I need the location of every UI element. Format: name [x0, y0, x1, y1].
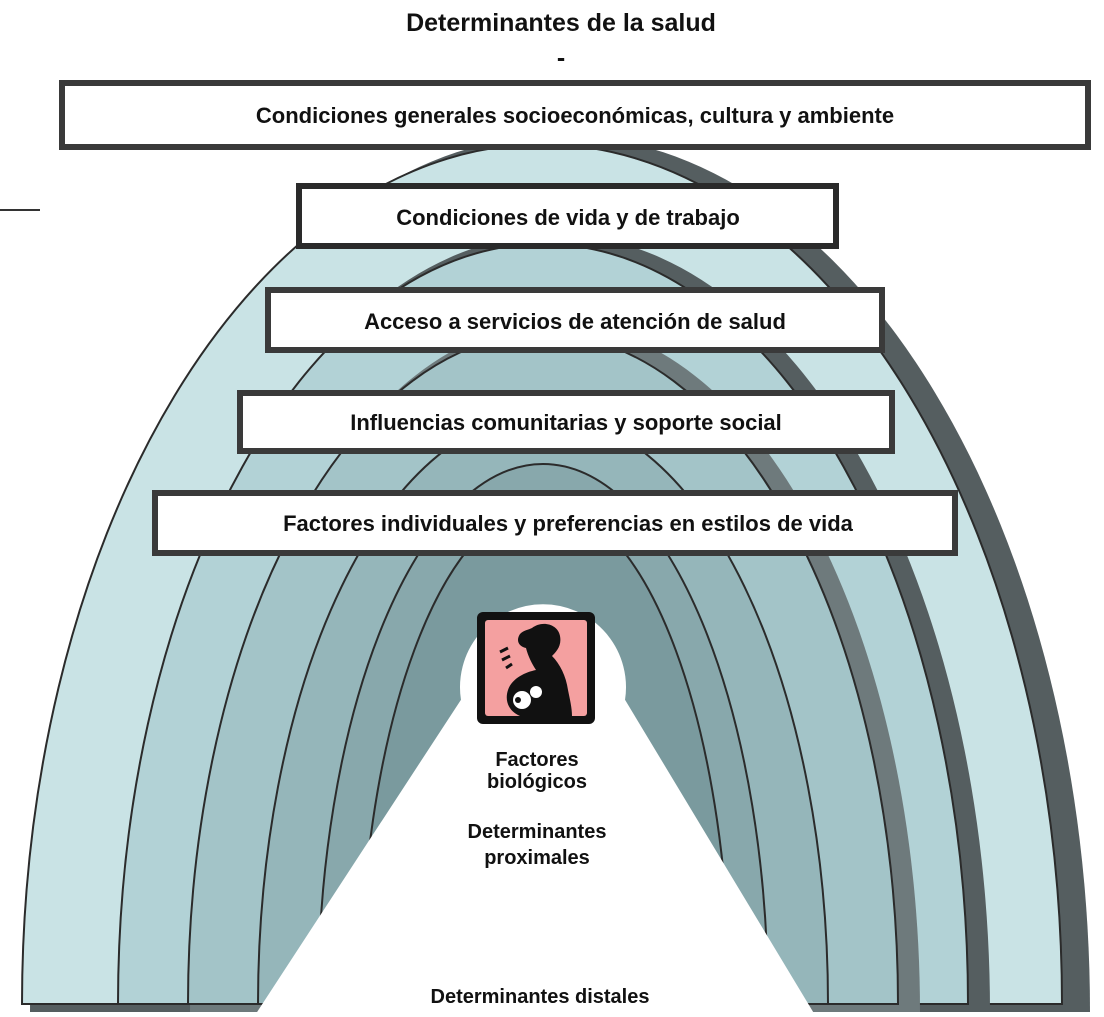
distal-determinants-label: Determinantes distales [431, 986, 650, 1008]
layer-label-living: Condiciones de vida y de trabajo [396, 205, 740, 230]
biological-factors-line2: biológicos [487, 771, 587, 793]
proximal-determinants-line1: Determinantes [468, 821, 607, 843]
biological-factors-line1: Factores [495, 749, 578, 771]
layer-box-community: Influencias comunitarias y soporte socia… [237, 390, 895, 454]
layer-box-individual: Factores individuales y preferencias en … [152, 490, 958, 556]
proximal-determinants-line2: proximales [484, 847, 590, 869]
pregnant-woman-icon [477, 612, 595, 724]
layer-box-living: Condiciones de vida y de trabajo [296, 183, 839, 249]
page-title: Determinantes de la salud [406, 9, 716, 37]
title-mark: - [557, 44, 565, 72]
layer-label-access: Acceso a servicios de atención de salud [364, 309, 786, 334]
layer-box-access: Acceso a servicios de atención de salud [265, 287, 885, 353]
layer-box-general: Condiciones generales socioeconómicas, c… [59, 80, 1091, 150]
layer-label-community: Influencias comunitarias y soporte socia… [350, 410, 782, 435]
layer-label-individual: Factores individuales y preferencias en … [283, 511, 854, 536]
layer-label-general: Condiciones generales socioeconómicas, c… [256, 103, 894, 128]
center-cone [253, 604, 817, 1017]
